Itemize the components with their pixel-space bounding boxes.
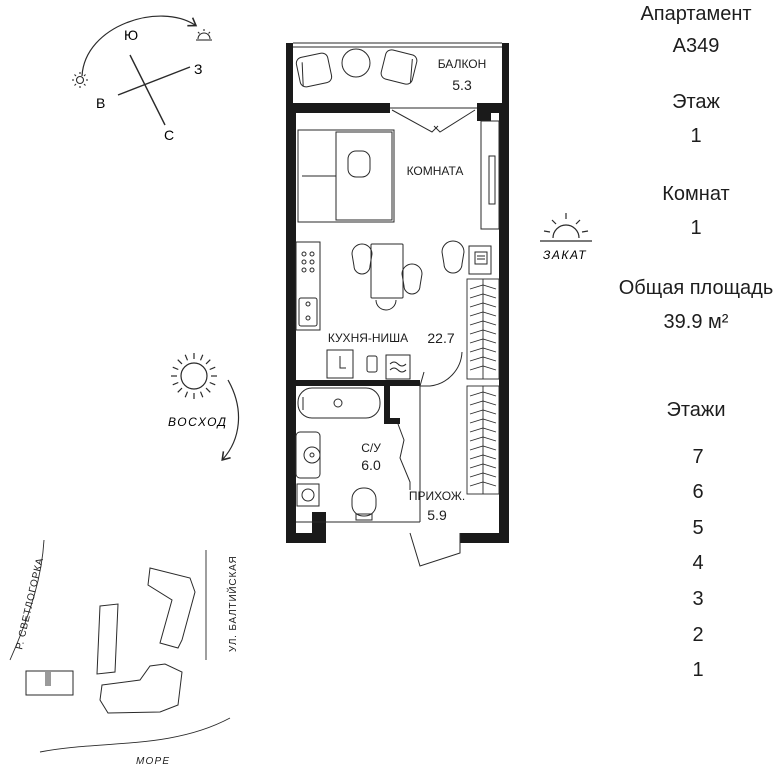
- closet-upper: [466, 278, 500, 380]
- sunset-indicator: ЗАКАТ: [540, 213, 592, 262]
- tv-desk: [468, 245, 492, 275]
- sunrise-label: ВОСХОД: [168, 415, 227, 429]
- current-building-marker: [45, 672, 51, 686]
- floor-option-label: 4: [692, 552, 704, 574]
- floor-option[interactable]: 5: [676, 510, 720, 546]
- floor-option-label: 2: [692, 624, 704, 646]
- compass-north-south-axis: [129, 54, 166, 126]
- compass: Ю З В С: [72, 15, 212, 143]
- closet-lower: [466, 385, 500, 495]
- compass-east-west-axis: [117, 66, 191, 96]
- kitchen-appliances: [326, 349, 411, 380]
- balcony-name: БАЛКОН: [438, 57, 487, 71]
- bathtub: [297, 387, 381, 419]
- floors-title: Этажи: [666, 399, 726, 421]
- pillow: [347, 150, 371, 178]
- kitchen-sink: [298, 297, 318, 327]
- balcony-furniture: [295, 48, 418, 88]
- floor-option-label: 1: [692, 659, 704, 681]
- cooktop: [301, 251, 315, 273]
- river-label: Р. СВЕТЛОГОРКА: [14, 556, 46, 650]
- floor-option[interactable]: 1: [676, 652, 720, 688]
- wardrobe: [480, 120, 500, 230]
- apartment-number: А349: [672, 35, 720, 57]
- total-area-label: Общая площадь: [618, 277, 774, 299]
- kitchen-counter: [295, 241, 321, 331]
- sunset-label: ЗАКАТ: [543, 248, 587, 262]
- floor-option-label: 3: [692, 588, 704, 610]
- site-map: Р. СВЕТЛОГОРКА УЛ. БАЛТИЙСКАЯ МОРЕ: [9, 539, 239, 767]
- dining-table: [370, 243, 404, 299]
- street-label: УЛ. БАЛТИЙСКАЯ: [226, 555, 239, 652]
- sea-coast-line: [39, 717, 231, 753]
- rooms-value: 1: [690, 217, 702, 239]
- kitchen-niche-name: КУХНЯ-НИША: [328, 331, 408, 345]
- compass-west-label: З: [194, 61, 202, 77]
- compass-east-label: В: [96, 95, 105, 111]
- sunset-icon: [540, 213, 592, 242]
- river-line: [9, 539, 45, 661]
- rooms-label: Комнат: [662, 183, 730, 205]
- bed: [297, 129, 395, 223]
- building-footprints: [25, 567, 196, 714]
- dining-set: [351, 240, 465, 311]
- floor-option[interactable]: 6: [676, 474, 720, 510]
- sea-label: МОРЕ: [136, 756, 170, 767]
- sun-small-icon: [72, 72, 88, 88]
- sunrise-indicator: ВОСХОД: [168, 353, 240, 461]
- floor-value: 1: [690, 125, 702, 147]
- apartment-label: Апартамент: [640, 3, 752, 25]
- compass-rotation-arc: [81, 15, 198, 77]
- bathroom-name: С/У: [361, 441, 381, 455]
- toilet: [351, 487, 377, 521]
- bathroom-area: 6.0: [361, 457, 381, 473]
- compass-south-label: Ю: [124, 27, 138, 43]
- balcony-chair-left: [295, 52, 333, 88]
- bathroom-fixtures: [295, 387, 411, 521]
- radiator: [296, 483, 320, 507]
- floor-option[interactable]: 2: [676, 617, 720, 653]
- floor-option[interactable]: 3: [676, 581, 720, 617]
- hallway-area: 5.9: [427, 507, 447, 523]
- balcony-table: [341, 48, 371, 78]
- living-room-name: КОМНАТА: [407, 164, 464, 178]
- sunrise-arrow: [221, 379, 240, 461]
- floor-option-label: 6: [692, 481, 704, 503]
- balcony-area: 5.3: [452, 77, 472, 93]
- balcony-chair-right: [380, 49, 418, 85]
- sunset-small-icon: [196, 29, 212, 41]
- living-room-area: 22.7: [427, 330, 454, 346]
- walls: [286, 43, 509, 543]
- washing-machine: [385, 354, 411, 380]
- apartment-plan: БАЛКОН 5.3 КОМНАТА КУХНЯ-НИША 22.7 С/У 6…: [286, 42, 509, 567]
- hallway-name: ПРИХОЖ.: [409, 489, 465, 503]
- floor-option-label: 5: [692, 517, 704, 539]
- floor-option[interactable]: 4: [676, 545, 720, 581]
- balcony-door: [390, 107, 477, 133]
- floor-option[interactable]: 7: [676, 439, 720, 475]
- total-area-value: 39.9 м²: [663, 311, 729, 333]
- bathroom-sink: [295, 431, 321, 479]
- floor-label: Этаж: [672, 91, 720, 113]
- entry-door: [409, 351, 463, 567]
- floor-option-label: 7: [692, 446, 704, 468]
- sunrise-icon: [171, 353, 217, 399]
- compass-north-label: С: [164, 127, 174, 143]
